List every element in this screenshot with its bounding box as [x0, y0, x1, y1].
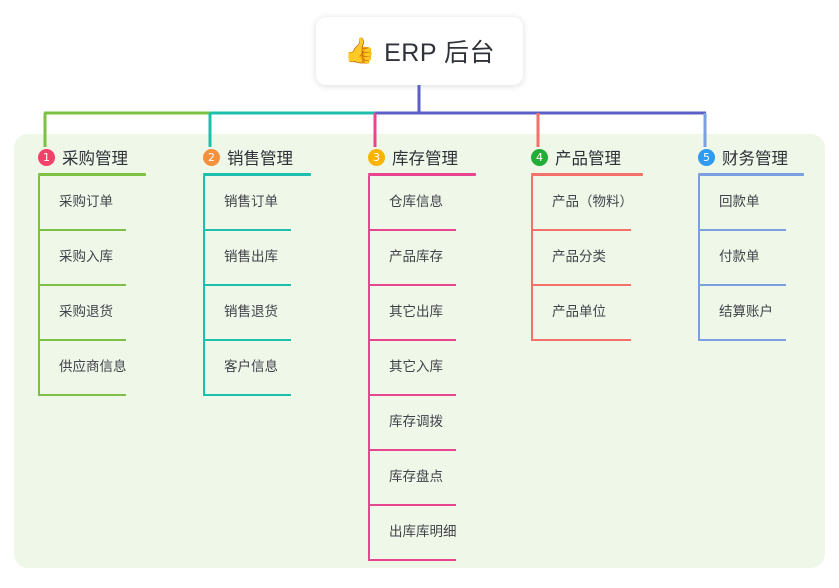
leaf-item-underline	[698, 229, 786, 231]
leaf-item-underline	[531, 284, 631, 286]
leaf-item-underline	[203, 339, 291, 341]
root-node[interactable]: 👍 ERP 后台	[316, 17, 523, 85]
branch-title: 产品管理	[555, 150, 621, 168]
leaf-item-underline	[38, 229, 126, 231]
branch-number-badge: 4	[531, 148, 548, 166]
leaf-item-underline	[38, 284, 126, 286]
branch-column-采购管理: 1 采购管理采购订单采购入库采购退货供应商信息	[38, 146, 146, 396]
leaf-item-label: 其它出库	[389, 304, 443, 319]
leaf-item[interactable]: 库存调拨	[368, 396, 476, 451]
leaf-item-label: 库存盘点	[389, 469, 443, 484]
leaf-item-label: 库存调拨	[389, 414, 443, 429]
leaf-item[interactable]: 销售出库	[203, 231, 311, 286]
branch-title: 销售管理	[227, 150, 293, 168]
branch-number-badge: 5	[698, 148, 715, 166]
branch-number-badge: 3	[368, 148, 385, 166]
leaf-item[interactable]: 产品单位	[531, 286, 643, 341]
branch-header-underline	[203, 173, 311, 176]
branch-title: 财务管理	[722, 150, 788, 168]
leaf-item[interactable]: 出库库明细	[368, 506, 476, 561]
branch-header-underline	[531, 173, 643, 176]
branches-panel	[14, 134, 825, 568]
leaf-item-label: 产品分类	[552, 249, 606, 264]
branch-header-underline	[698, 173, 804, 176]
leaf-item[interactable]: 采购订单	[38, 176, 146, 231]
leaf-item-label: 采购订单	[59, 194, 113, 209]
thumbs-up-icon: 👍	[343, 36, 376, 65]
leaf-item[interactable]: 供应商信息	[38, 341, 146, 396]
branch-title: 库存管理	[392, 150, 458, 168]
leaf-item[interactable]: 付款单	[698, 231, 804, 286]
leaf-item-label: 出库库明细	[389, 524, 457, 539]
leaf-item-underline	[368, 449, 456, 451]
branch-header-销售管理[interactable]: 2 销售管理	[203, 146, 311, 168]
leaf-item-underline	[368, 339, 456, 341]
leaf-item-label: 产品单位	[552, 304, 606, 319]
leaf-item-underline	[38, 394, 126, 396]
leaf-item-label: 产品库存	[389, 249, 443, 264]
leaf-item-underline	[698, 339, 786, 341]
leaf-item-label: 销售退货	[224, 304, 278, 319]
branch-header-财务管理[interactable]: 5 财务管理	[698, 146, 804, 168]
branch-header-underline	[38, 173, 146, 176]
leaf-item-underline	[203, 229, 291, 231]
leaf-item-label: 采购退货	[59, 304, 113, 319]
leaf-item-underline	[698, 284, 786, 286]
branch-column-产品管理: 4 产品管理产品（物料） 产品分类产品单位	[531, 146, 643, 341]
leaf-item[interactable]: 其它出库	[368, 286, 476, 341]
branch-header-产品管理[interactable]: 4 产品管理	[531, 146, 643, 168]
leaf-item-underline	[368, 559, 456, 561]
leaf-item[interactable]: 采购退货	[38, 286, 146, 341]
leaf-item-underline	[368, 504, 456, 506]
leaf-item-label: 销售出库	[224, 249, 278, 264]
leaf-item-label: 仓库信息	[389, 194, 443, 209]
branch-header-underline	[368, 173, 476, 176]
branch-column-库存管理: 3 库存管理仓库信息产品库存其它出库其它入库库存调拨库存盘点出库库明细	[368, 146, 476, 561]
branch-number-badge: 1	[38, 148, 55, 166]
leaf-item-label: 其它入库	[389, 359, 443, 374]
leaf-item-label: 采购入库	[59, 249, 113, 264]
leaf-item[interactable]: 结算账户	[698, 286, 804, 341]
leaf-item[interactable]: 采购入库	[38, 231, 146, 286]
leaf-item[interactable]: 销售退货	[203, 286, 311, 341]
branch-header-库存管理[interactable]: 3 库存管理	[368, 146, 476, 168]
leaf-item-label: 供应商信息	[59, 359, 127, 374]
leaf-item[interactable]: 销售订单	[203, 176, 311, 231]
leaf-item-underline	[368, 284, 456, 286]
branch-number-badge: 2	[203, 148, 220, 166]
leaf-item-underline	[38, 339, 126, 341]
leaf-item[interactable]: 回款单	[698, 176, 804, 231]
leaf-item[interactable]: 客户信息	[203, 341, 311, 396]
leaf-item-label: 销售订单	[224, 194, 278, 209]
root-title: ERP 后台	[384, 39, 496, 67]
root-node-content: 👍 ERP 后台	[344, 33, 495, 69]
leaf-item[interactable]: 产品分类	[531, 231, 643, 286]
leaf-item-underline	[368, 394, 456, 396]
branch-title: 采购管理	[62, 150, 128, 168]
leaf-item[interactable]: 库存盘点	[368, 451, 476, 506]
leaf-item-label: 客户信息	[224, 359, 278, 374]
leaf-item-label: 结算账户	[719, 304, 773, 319]
leaf-item[interactable]: 产品（物料）	[531, 176, 643, 231]
leaf-item[interactable]: 产品库存	[368, 231, 476, 286]
leaf-item[interactable]: 仓库信息	[368, 176, 476, 231]
leaf-item-underline	[531, 229, 631, 231]
leaf-item-underline	[368, 229, 456, 231]
leaf-item-underline	[203, 284, 291, 286]
leaf-item-label: 产品（物料）	[552, 194, 633, 209]
branch-column-财务管理: 5 财务管理回款单付款单结算账户	[698, 146, 804, 341]
leaf-item-underline	[531, 339, 631, 341]
leaf-item-label: 回款单	[719, 194, 760, 209]
leaf-item-label: 付款单	[719, 249, 760, 264]
branch-header-采购管理[interactable]: 1 采购管理	[38, 146, 146, 168]
leaf-item-underline	[203, 394, 291, 396]
leaf-item[interactable]: 其它入库	[368, 341, 476, 396]
branch-column-销售管理: 2 销售管理销售订单销售出库销售退货客户信息	[203, 146, 311, 396]
